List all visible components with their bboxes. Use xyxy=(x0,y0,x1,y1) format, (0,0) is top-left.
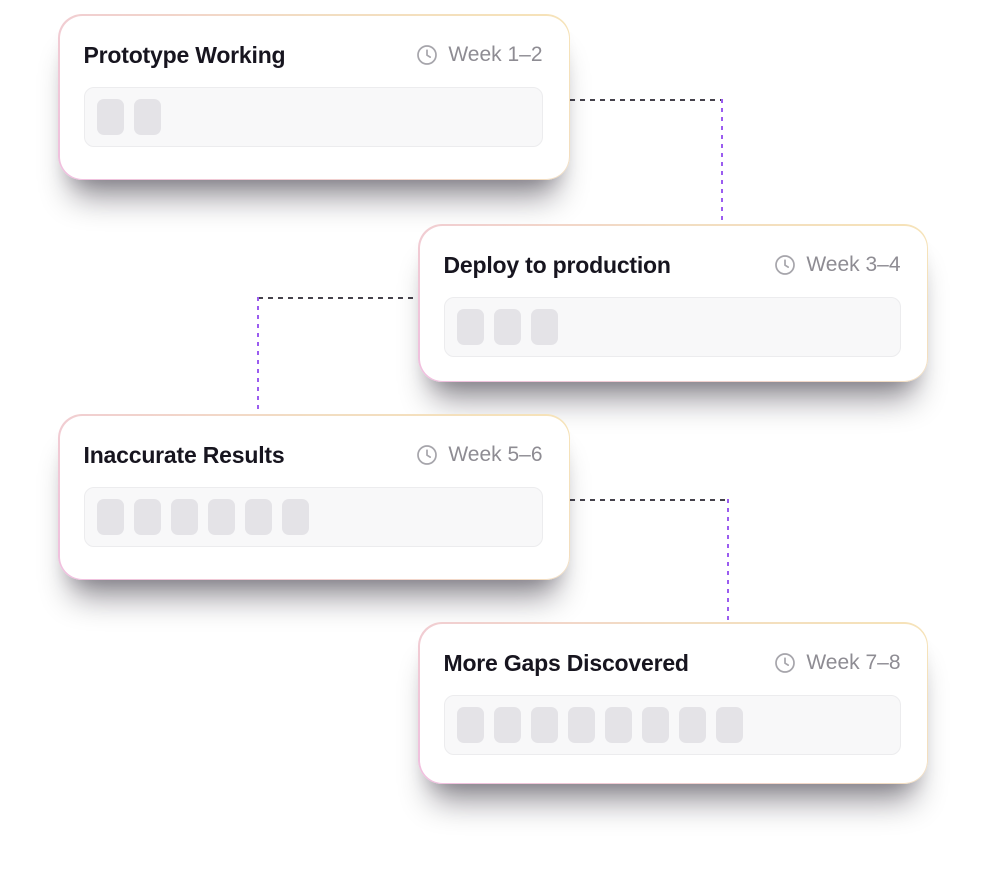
skeleton-block xyxy=(604,706,632,743)
skeleton-block xyxy=(530,308,558,345)
card-week: Week 1–2 xyxy=(415,43,543,67)
clock-icon xyxy=(415,43,439,67)
skeleton-block xyxy=(715,706,743,743)
card-title: Deploy to production xyxy=(443,251,671,278)
card-deploy-to-production: Deploy to production Week 3–4 xyxy=(418,224,928,382)
card-week: Week 3–4 xyxy=(773,253,901,277)
card-header: More Gaps Discovered Week 7–8 xyxy=(444,650,901,677)
connector-1-vertical xyxy=(721,99,723,225)
skeleton-block xyxy=(170,498,198,535)
card-week: Week 7–8 xyxy=(773,651,901,675)
connector-3-horizontal xyxy=(570,499,728,501)
skeleton-block xyxy=(96,98,124,135)
card-header: Deploy to production Week 3–4 xyxy=(444,252,901,279)
connector-3-vertical xyxy=(727,499,729,622)
card-week: Week 5–6 xyxy=(415,443,543,467)
clock-icon xyxy=(415,443,439,467)
skeleton-block xyxy=(281,498,309,535)
card-title: More Gaps Discovered xyxy=(443,649,689,676)
connector-1-horizontal xyxy=(570,99,723,101)
card-more-gaps-discovered: More Gaps Discovered Week 7–8 xyxy=(418,622,928,784)
skeleton-block xyxy=(641,706,669,743)
skeleton-block xyxy=(207,498,235,535)
skeleton-bar xyxy=(443,694,901,755)
card-body: Inaccurate Results Week 5–6 xyxy=(59,415,569,579)
week-label: Week 7–8 xyxy=(806,651,901,674)
card-body: More Gaps Discovered Week 7–8 xyxy=(419,623,927,783)
skeleton-block xyxy=(133,98,161,135)
skeleton-block xyxy=(456,706,484,743)
card-body: Deploy to production Week 3–4 xyxy=(419,225,927,381)
connector-2-vertical xyxy=(257,297,259,415)
week-label: Week 3–4 xyxy=(806,253,901,276)
skeleton-block xyxy=(678,706,706,743)
skeleton-block xyxy=(567,706,595,743)
card-prototype-working: Prototype Working Week 1–2 xyxy=(58,14,570,180)
card-header: Prototype Working Week 1–2 xyxy=(84,42,543,69)
skeleton-bar xyxy=(443,296,901,357)
connector-2-horizontal xyxy=(258,297,418,299)
clock-icon xyxy=(773,253,797,277)
skeleton-block xyxy=(133,498,161,535)
card-title: Inaccurate Results xyxy=(83,441,285,468)
skeleton-block xyxy=(530,706,558,743)
skeleton-block xyxy=(493,308,521,345)
card-header: Inaccurate Results Week 5–6 xyxy=(84,442,543,469)
card-title: Prototype Working xyxy=(83,41,286,68)
skeleton-block xyxy=(244,498,272,535)
week-label: Week 1–2 xyxy=(448,43,543,66)
week-label: Week 5–6 xyxy=(448,443,543,466)
skeleton-block xyxy=(96,498,124,535)
card-body: Prototype Working Week 1–2 xyxy=(59,15,569,179)
skeleton-bar xyxy=(83,86,543,147)
skeleton-bar xyxy=(83,486,543,547)
skeleton-block xyxy=(493,706,521,743)
clock-icon xyxy=(773,651,797,675)
skeleton-block xyxy=(456,308,484,345)
card-inaccurate-results: Inaccurate Results Week 5–6 xyxy=(58,414,570,580)
